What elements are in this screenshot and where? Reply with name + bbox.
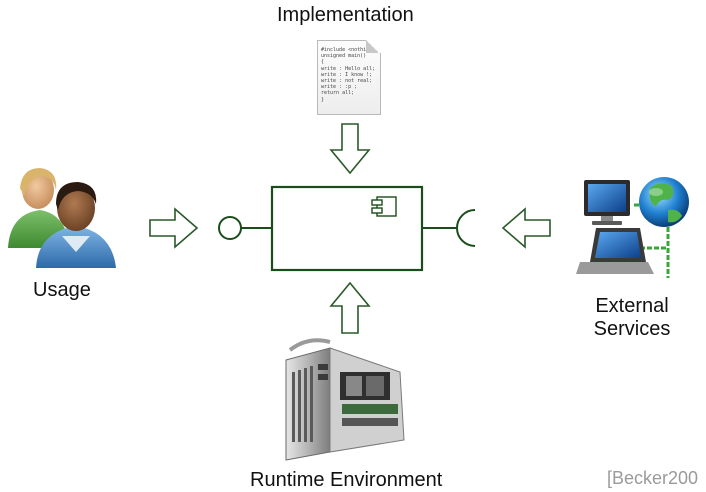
code-line: write : Hello all; xyxy=(321,65,376,72)
code-line: return all; xyxy=(321,90,355,97)
code-line: { xyxy=(321,59,325,66)
code-line: write : not real; xyxy=(321,78,373,85)
code-lines: #include <nothing>unsigned main(){write … xyxy=(321,47,375,103)
external-services-line1: External xyxy=(595,295,669,317)
open-computer-case-icon xyxy=(285,338,405,461)
citation-label: [Becker200 xyxy=(607,468,699,488)
runtime-environment-label: Runtime Environment xyxy=(250,469,443,491)
implementation-label: Implementation xyxy=(277,4,414,26)
code-line: write : :p ; xyxy=(321,84,358,91)
document-fold xyxy=(366,40,379,53)
code-line: write : I know !; xyxy=(321,71,373,78)
arrow-up-runtime xyxy=(329,281,371,334)
code-line: } xyxy=(321,96,325,103)
code-document-icon: #include <nothing>unsigned main(){write … xyxy=(317,40,381,115)
uml-component-icon xyxy=(371,196,397,217)
usage-label: Usage xyxy=(33,279,91,301)
external-services-line2: Services xyxy=(593,318,671,340)
arrow-down-implementation xyxy=(329,123,371,175)
networked-computers-globe-icon xyxy=(576,177,689,278)
arrow-right-usage xyxy=(149,207,199,249)
arrow-left-external xyxy=(501,207,551,249)
code-line: #include <nothing> xyxy=(321,47,376,53)
required-interface xyxy=(422,209,476,247)
code-line: unsigned main() xyxy=(321,53,367,60)
component-box xyxy=(270,185,424,272)
users-icon xyxy=(8,168,116,268)
provided-interface xyxy=(218,216,272,240)
external-services-label: External Services xyxy=(592,295,672,341)
